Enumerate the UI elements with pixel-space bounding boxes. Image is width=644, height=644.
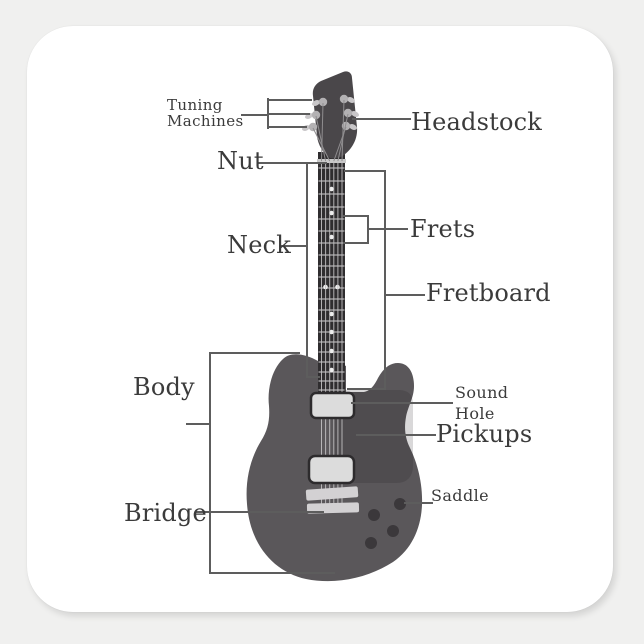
inlay-dot [329,186,334,192]
label-sound-hole: Sound Hole [455,382,508,424]
string-headstock [312,127,331,162]
string-headstock [341,99,345,162]
label-fretboard: Fretboard [426,279,551,307]
control-knob [387,525,399,537]
inlay-dot [329,348,334,354]
string-headstock [315,115,327,162]
guitar-strings [312,99,349,506]
label-sound-hole-line2: Hole [455,404,495,423]
label-pickups: Pickups [436,420,533,448]
tuner-wing [349,124,357,130]
pickup-neck [309,391,356,420]
label-headstock: Headstock [411,108,542,136]
tuner-peg [308,122,318,132]
leader-lines [186,98,453,574]
bridge-bar-lower [306,502,360,514]
guitar [246,71,423,582]
inlay-dot [329,329,334,335]
control-knob [368,509,380,521]
label-tuning-machines: Tuning Machines [167,97,244,129]
tuner-peg [341,121,351,131]
inlay-dot [329,210,334,216]
control-knob [365,537,377,549]
tuning-machines-hardware [302,94,359,132]
label-tuning-machines-line2: Machines [167,112,244,130]
string-headstock [333,126,347,162]
tuner-peg [318,97,328,107]
tuner-wing [312,100,320,106]
label-bridge: Bridge [124,499,207,527]
string-headstock [321,102,324,162]
fretboard-frets [318,167,345,391]
inlay-dot [329,367,334,373]
string-headstock [337,113,349,162]
inlay-dot [329,234,334,240]
pickup-bridge [307,454,356,485]
label-body: Body [133,373,195,401]
tuner-peg [311,110,321,120]
label-nut: Nut [217,147,264,175]
tuner-wing [351,111,359,117]
label-sound-hole-line1: Sound [455,383,509,402]
tuner-peg [343,108,353,118]
guitar-nut-bar [317,159,346,163]
tuner-wing [347,97,355,103]
label-neck: Neck [227,231,291,259]
control-knobs [365,498,406,549]
inlay-dot [329,311,334,317]
bridge-bar-upper [305,486,359,501]
label-saddle: Saddle [431,486,489,505]
label-tuning-machines-line1: Tuning [167,96,223,114]
label-frets: Frets [410,215,476,243]
tuner-peg [339,94,349,104]
control-knob [394,498,406,510]
guitar-headstock [312,71,358,159]
fretboard-inlays [323,186,340,373]
